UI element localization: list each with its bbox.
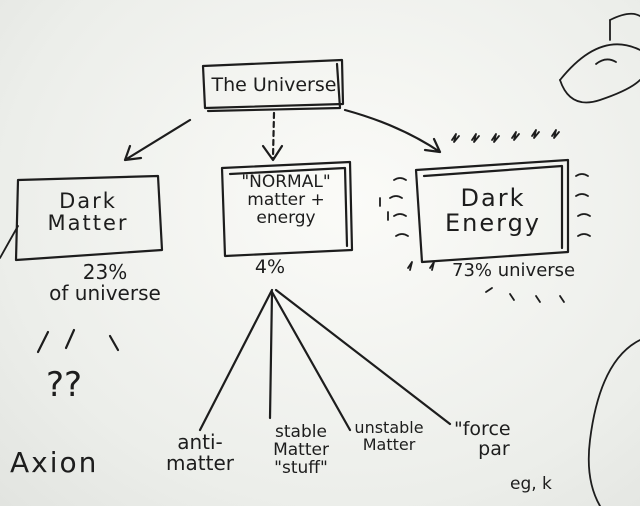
dark-matter-box <box>14 174 164 262</box>
root-box-double <box>206 62 342 113</box>
unknown-marks: ?? <box>45 365 83 405</box>
arrow-to-normal-head <box>261 144 284 162</box>
dark-matter-label: Dark Matter <box>47 189 129 236</box>
normal-label: "NORMAL" matter + energy <box>241 172 331 228</box>
dark-energy-box <box>414 158 570 264</box>
energy-squiggles <box>379 129 591 303</box>
dm-strokes <box>36 328 120 354</box>
left-curve <box>0 225 19 259</box>
dark-energy-share: 73% universe <box>452 260 576 281</box>
root-label: The Universe <box>211 74 337 96</box>
normal-box <box>220 160 354 258</box>
stable-matter-label: stable Matter "stuff" <box>273 422 329 478</box>
axion-label: Axion <box>10 446 99 479</box>
normal-branches <box>198 288 452 432</box>
right-curve <box>587 339 640 506</box>
robot-doodle <box>559 12 640 104</box>
arrow-to-dark-energy <box>343 108 442 154</box>
dark-matter-share: 23% of universe <box>49 260 161 305</box>
unstable-matter-label: unstable Matter <box>354 418 424 454</box>
dark-energy-box-inner <box>422 164 564 250</box>
normal-share: 4% <box>254 256 286 278</box>
root-box <box>201 58 345 110</box>
force-label: "force par <box>454 418 511 460</box>
eg-label: eg, k <box>510 474 552 494</box>
arrow-to-dark-matter <box>123 118 192 162</box>
dark-energy-label: Dark Energy <box>444 184 542 238</box>
antimatter-label: anti- matter <box>166 430 234 475</box>
normal-box-double <box>228 166 349 248</box>
arrow-to-normal <box>271 111 276 160</box>
